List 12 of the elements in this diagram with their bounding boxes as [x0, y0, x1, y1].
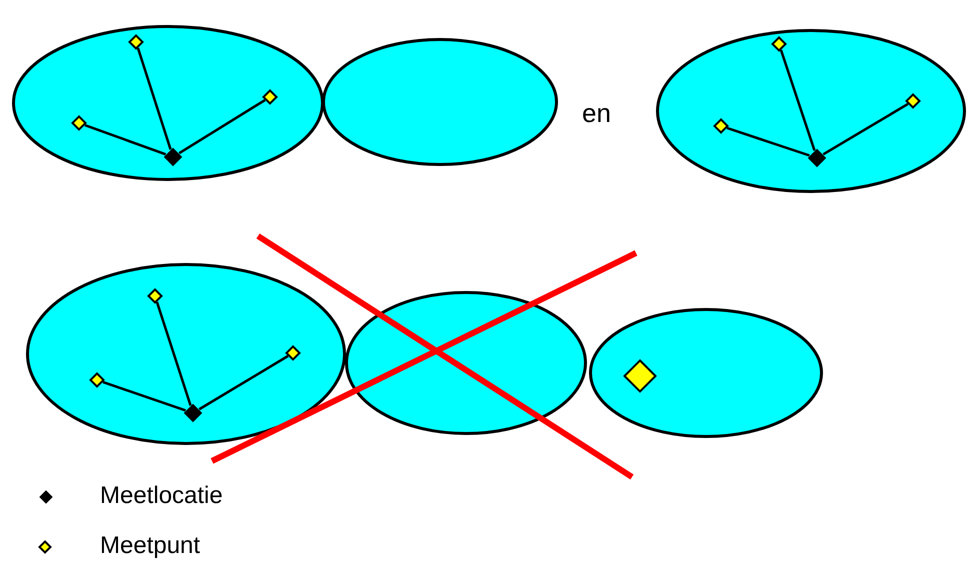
- connector-line: [178, 99, 266, 154]
- connector-line: [136, 48, 172, 150]
- connector-line: [198, 354, 289, 410]
- connector-line: [102, 380, 186, 412]
- legend-label: Meetlocatie: [100, 484, 223, 508]
- connector-line: [780, 50, 816, 151]
- connector-line: [726, 126, 810, 157]
- connector-line: [822, 102, 909, 156]
- legend-label: Meetpunt: [100, 534, 200, 558]
- connector-line: [84, 124, 166, 156]
- connector-line: [156, 302, 192, 406]
- conjunction-text: en: [582, 100, 611, 126]
